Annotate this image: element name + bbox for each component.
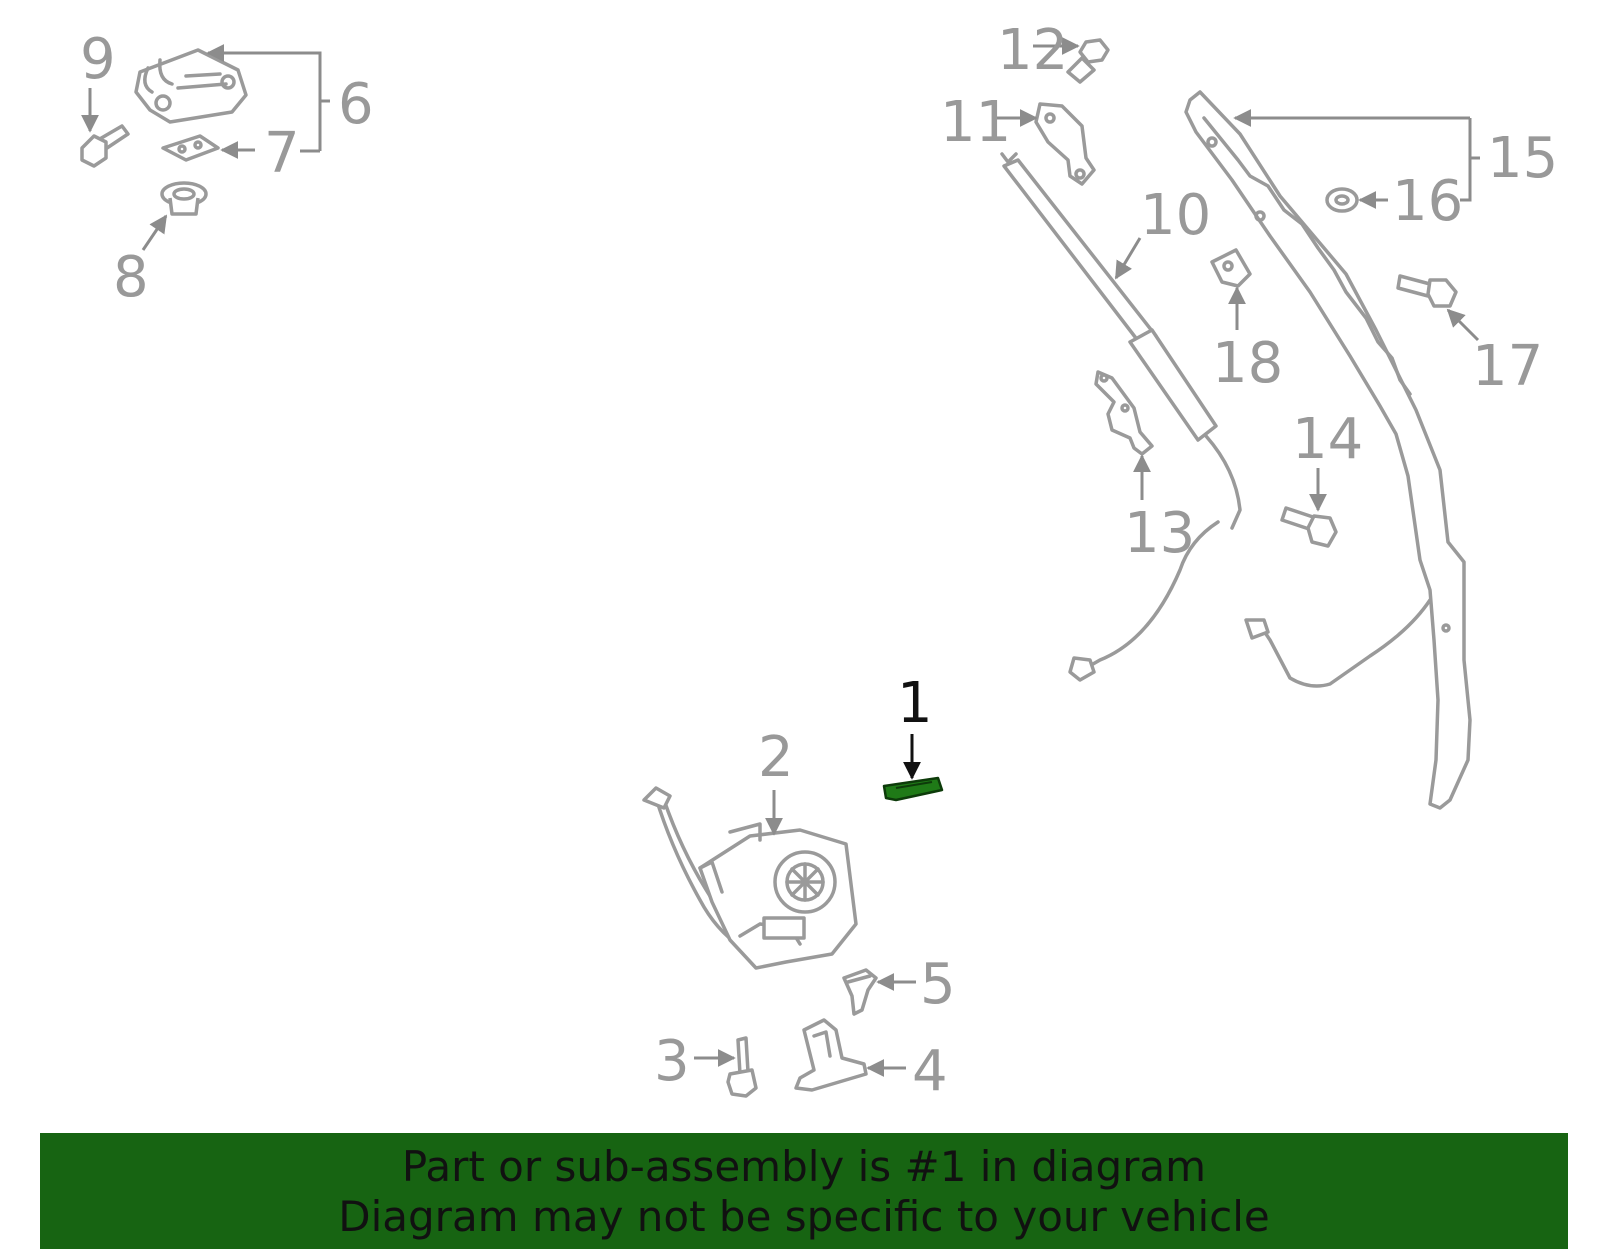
part-4-bracket xyxy=(794,1018,868,1092)
callout-16: 16 xyxy=(1392,169,1463,234)
part-8-nut xyxy=(160,181,208,216)
part-15-curtain-airbag xyxy=(1184,90,1472,810)
callout-13: 13 xyxy=(1124,501,1195,566)
callout-4: 4 xyxy=(912,1039,948,1104)
part-6-hinge-bracket xyxy=(134,48,248,124)
callout-17: 17 xyxy=(1472,334,1543,399)
banner-line-1: Part or sub-assembly is #1 in diagram xyxy=(401,1142,1207,1191)
part-2-window-regulator-motor xyxy=(642,786,858,970)
part-3-bolt xyxy=(726,1036,758,1098)
part-11-bracket xyxy=(1034,102,1096,186)
part-13-bracket xyxy=(1094,370,1154,456)
callout-9: 9 xyxy=(80,27,116,92)
callout-18: 18 xyxy=(1212,331,1283,396)
callout-12: 12 xyxy=(997,18,1068,83)
banner-line-2: Diagram may not be specific to your vehi… xyxy=(338,1192,1270,1241)
part-7-shim xyxy=(161,134,220,162)
callout-3: 3 xyxy=(654,1029,690,1094)
part-17-bolt xyxy=(1396,274,1458,308)
part-5-clip xyxy=(842,968,878,1016)
part-14-bolt xyxy=(1280,506,1338,548)
part-16-clip xyxy=(1325,187,1359,213)
part-12-bolt xyxy=(1066,38,1110,84)
callout-14: 14 xyxy=(1292,407,1363,472)
callout-7: 7 xyxy=(264,121,300,186)
callout-5: 5 xyxy=(920,952,956,1017)
callout-11: 11 xyxy=(940,90,1011,155)
callout-15: 15 xyxy=(1487,126,1558,191)
callout-2: 2 xyxy=(758,725,794,790)
part-9-bolt xyxy=(80,124,130,168)
callout-6: 6 xyxy=(338,72,374,137)
part-18-clip xyxy=(1210,248,1252,288)
callout-1: 1 xyxy=(897,671,933,736)
callout-10: 10 xyxy=(1140,183,1211,248)
callout-8: 8 xyxy=(113,245,149,310)
part-10-side-airbag-tube xyxy=(1000,152,1242,682)
info-banner: Part or sub-assembly is #1 in diagram Di… xyxy=(40,1133,1568,1249)
part-1-highlighted-clip xyxy=(882,776,944,802)
